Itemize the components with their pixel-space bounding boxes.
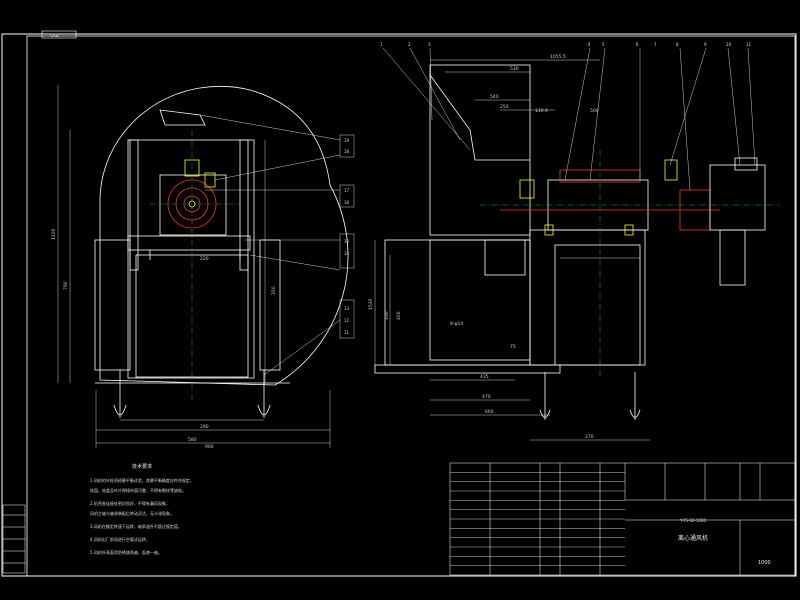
balloon-18: 18 xyxy=(344,149,350,154)
balloon-16: 16 xyxy=(344,200,350,205)
dim-side1: 1530 xyxy=(368,298,374,310)
sheet-inner-border xyxy=(26,35,796,577)
dim-base-span: 580 xyxy=(188,437,197,443)
dim-mid-height: 790 xyxy=(63,281,69,290)
dim-top6: 500 xyxy=(590,108,599,114)
balloons-top: 1 2 3 4 5 6 7 8 9 10 11 xyxy=(380,42,752,47)
tech-req-heading: 技术要求 xyxy=(132,463,152,470)
dim-top5: 110.9 xyxy=(535,108,548,114)
bolt-b xyxy=(624,224,634,236)
pedestal-inner xyxy=(554,244,641,366)
drawing-name: 离心通风机 xyxy=(678,534,708,542)
sheet-outer-border xyxy=(1,33,797,577)
sheet-tag: CAD xyxy=(50,33,59,38)
dim-height: 1100 xyxy=(51,228,57,240)
dim-side3: 400 xyxy=(396,311,402,320)
dim-side2: 330 xyxy=(384,311,390,320)
svg-text:11: 11 xyxy=(746,42,752,47)
dim-top4: 250 xyxy=(500,104,509,110)
parts-rows xyxy=(450,472,625,566)
dim-base2: 470 xyxy=(482,394,491,400)
housing-profile xyxy=(429,74,530,161)
leaders-left xyxy=(199,114,341,376)
svg-text:3: 3 xyxy=(428,42,431,47)
side-view xyxy=(94,85,349,418)
center-lines-left xyxy=(150,130,240,400)
svg-text:5.风机外表面涂防锈漆两遍，面漆一遍。: 5.风机外表面涂防锈漆两遍，面漆一遍。 xyxy=(90,549,162,555)
dim-base4: 270 xyxy=(585,434,594,440)
balloon-11: 11 xyxy=(344,330,350,335)
svg-text:8: 8 xyxy=(676,42,679,47)
dim-base1: 435 xyxy=(480,374,489,380)
svg-text:5: 5 xyxy=(602,42,605,47)
motor xyxy=(709,164,766,231)
balloon-13: 13 xyxy=(344,306,350,311)
bearing-housing xyxy=(159,174,227,236)
dim-half-span: 290 xyxy=(200,424,209,430)
tech-req-lines: 1.风机的叶轮须经静平衡试验，其静平衡精度应符合规定， 轮盘、轮盖及叶片焊接牢固… xyxy=(90,477,194,555)
base-frame xyxy=(374,364,561,374)
svg-text:4.风机出厂前须进行空载试运转。: 4.风机出厂前须进行空载试运转。 xyxy=(90,536,150,542)
balloon-14: 14 xyxy=(344,251,350,256)
svg-text:9: 9 xyxy=(704,42,707,47)
coupling-guard xyxy=(664,159,678,181)
support-right xyxy=(239,139,249,271)
svg-text:3.风机在额定转速下运转，轴承温升不超过规定值，: 3.风机在额定转速下运转，轴承温升不超过规定值， xyxy=(90,523,182,529)
sheet-tag-box xyxy=(41,30,77,39)
svg-text:风机主轴与轴承装配后转动灵活，无卡滞现象。: 风机主轴与轴承装配后转动灵活，无卡滞现象。 xyxy=(90,510,174,516)
inlet-window xyxy=(484,239,526,276)
dim-base3: 660 xyxy=(485,409,494,415)
svg-text:2.机壳各连接处密封良好，不得有漏风现象，: 2.机壳各连接处密封良好，不得有漏风现象， xyxy=(90,500,170,506)
inlet-box xyxy=(384,239,531,366)
svg-text:1.风机的叶轮须经静平衡试验，其静平衡精度应符合规定，: 1.风机的叶轮须经静平衡试验，其静平衡精度应符合规定， xyxy=(90,477,194,483)
svg-text:2: 2 xyxy=(408,42,411,47)
dim-leg: 8-φ14 xyxy=(450,321,463,327)
dim-top3: 540 xyxy=(490,94,499,100)
fan-housing-top xyxy=(429,64,531,236)
balloon-15: 15 xyxy=(344,239,350,244)
frame-body xyxy=(127,139,255,379)
discharge-pipe xyxy=(159,109,206,126)
svg-text:4: 4 xyxy=(588,42,591,47)
center-lines-right xyxy=(480,150,780,380)
inlet-flange-left xyxy=(94,239,131,371)
seal xyxy=(519,179,535,199)
svg-text:1: 1 xyxy=(380,42,383,47)
anchor-bolts-right xyxy=(539,372,641,420)
support-left xyxy=(129,139,139,271)
svg-text:7: 7 xyxy=(654,42,657,47)
volute-casing xyxy=(99,85,349,386)
binding-strip xyxy=(2,504,26,574)
dimension-lines-right xyxy=(374,59,650,441)
scale-code: Y-YS-S0-1000 xyxy=(679,518,707,523)
dimension-lines-left xyxy=(57,85,331,448)
balloon-12: 12 xyxy=(344,318,350,323)
motor-box xyxy=(734,157,758,171)
dim-overall-width: 900 xyxy=(205,444,214,450)
svg-text:10: 10 xyxy=(726,42,732,47)
dim-mid: 75 xyxy=(510,344,516,350)
dim-top1: 1055.5 xyxy=(550,54,566,60)
base-plate xyxy=(127,235,251,251)
foundation-bolts xyxy=(113,370,271,418)
svg-text:轮盘、轮盖及叶片焊接牢固可靠，不得有裂纹等缺陷。: 轮盘、轮盖及叶片焊接牢固可靠，不得有裂纹等缺陷。 xyxy=(90,487,186,493)
dim-motor: 220 xyxy=(200,256,209,262)
inlet-inner xyxy=(429,239,531,361)
dim-top2: 530 xyxy=(510,66,519,72)
svg-text:6: 6 xyxy=(636,42,639,47)
balloon-stack-left xyxy=(339,134,355,339)
leaders-top xyxy=(382,47,756,191)
motor-base xyxy=(719,229,746,286)
pedestal xyxy=(529,229,646,366)
front-view xyxy=(374,64,766,420)
drawing-number: 1000 xyxy=(758,560,771,566)
dim-small: 350 xyxy=(271,286,277,295)
bolt-a xyxy=(544,224,554,236)
balloon-17: 17 xyxy=(344,188,350,193)
balloon-19: 19 xyxy=(344,138,350,143)
